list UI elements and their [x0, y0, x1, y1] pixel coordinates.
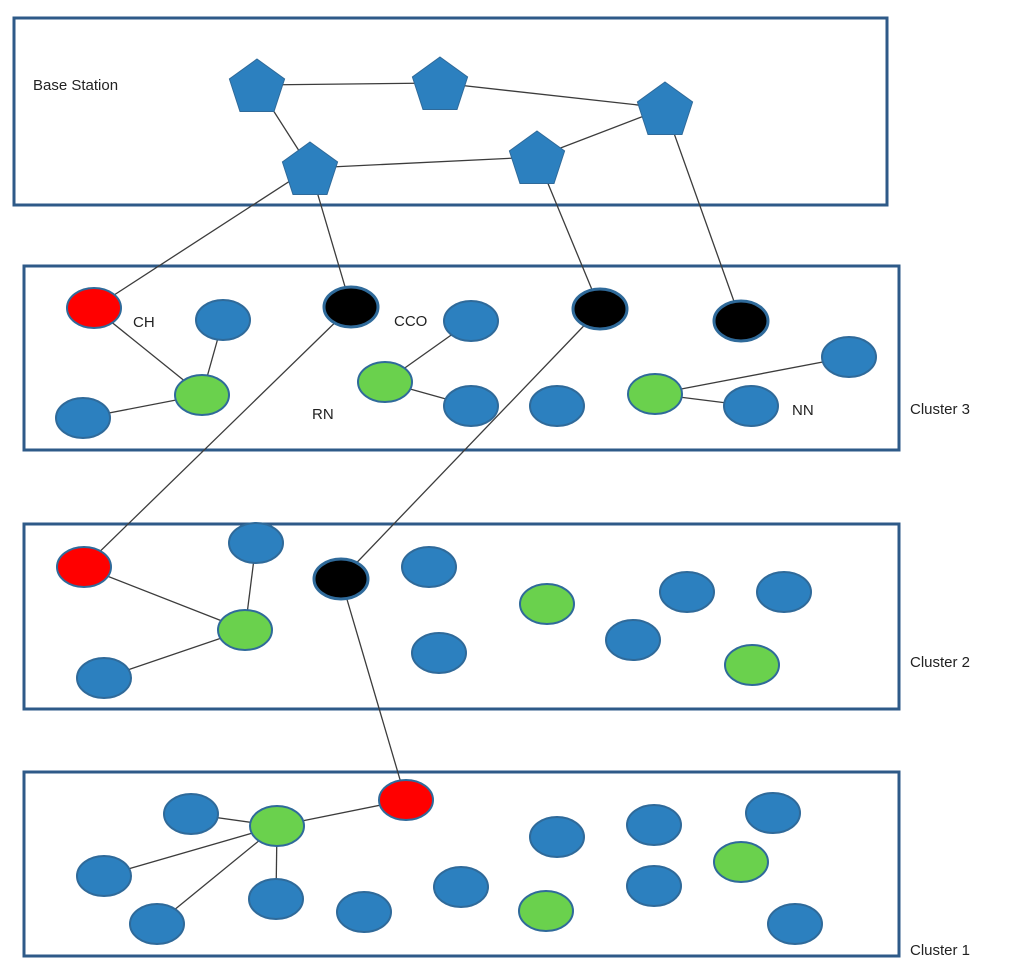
sensor-node-blue-c2-b1	[228, 522, 284, 564]
sensor-node-black-c3-k1	[322, 285, 380, 329]
nodes-layer	[55, 56, 877, 945]
sensor-node-red-c2-ch	[56, 546, 112, 588]
sensor-node-blue-c3-b5	[529, 385, 585, 427]
sensor-node-blue-c3-b1	[195, 299, 251, 341]
sensor-node-blue-c1-b9	[626, 865, 682, 907]
sensor-node-red-c3-ch	[66, 287, 122, 329]
sensor-node-blue-c2-b6	[605, 619, 661, 661]
link-bs-4-bs-5	[309, 156, 538, 169]
sensor-node-blue-c2-b4	[411, 632, 467, 674]
sensor-node-green-c1-g2	[518, 890, 574, 932]
nn-label: NN	[792, 402, 814, 419]
link-c2-ch-c2-g1	[83, 566, 246, 631]
base-station-node-bs-3	[636, 81, 694, 135]
sensor-node-blue-c2-b3	[401, 546, 457, 588]
sensor-node-blue-c1-b2	[76, 855, 132, 897]
sensor-node-blue-c3-b7	[723, 385, 779, 427]
sensor-node-green-c3-g2	[357, 361, 413, 403]
base-station-node-bs-1	[228, 58, 286, 112]
cco-label: CCO	[394, 313, 427, 330]
base-station-label: Base Station	[33, 77, 118, 94]
link-c1-b3-c1-g1	[156, 825, 278, 925]
cluster-2-label: Cluster 2	[910, 654, 970, 671]
link-bs-1-bs-2	[256, 82, 441, 86]
ch-label: CH	[133, 314, 155, 331]
link-c2-k1-c1-ch	[340, 578, 407, 801]
sensor-node-black-c2-k1	[312, 557, 370, 601]
link-bs-4-c3-ch	[93, 167, 311, 309]
sensor-node-blue-c3-b6	[821, 336, 877, 378]
cluster-3-label: Cluster 3	[910, 401, 970, 418]
sensor-node-blue-c2-b2	[76, 657, 132, 699]
sensor-node-blue-c1-b11	[767, 903, 823, 945]
sensor-node-green-c2-g3	[724, 644, 780, 686]
sensor-node-blue-c2-b5	[659, 571, 715, 613]
sensor-node-green-c3-g3	[627, 373, 683, 415]
sensor-node-blue-c1-b8	[626, 804, 682, 846]
link-bs-2-bs-3	[439, 82, 666, 109]
base-station-panel	[12, 16, 889, 207]
sensor-node-green-c1-g1	[249, 805, 305, 847]
base-station-node-bs-5	[508, 130, 566, 184]
link-c3-k2-c2-k1	[340, 308, 601, 580]
cluster-1-label: Cluster 1	[910, 942, 970, 959]
sensor-node-blue-c1-b5	[336, 891, 392, 933]
sensor-node-blue-c1-b3	[129, 903, 185, 945]
sensor-node-red-c1-ch	[378, 779, 434, 821]
sensor-node-black-c3-k2	[571, 287, 629, 331]
sensor-node-blue-c1-b7	[529, 816, 585, 858]
sensor-node-black-c3-k3	[712, 299, 770, 343]
sensor-node-blue-c1-b10	[745, 792, 801, 834]
sensor-node-blue-c2-b7	[756, 571, 812, 613]
rn-label: RN	[312, 406, 334, 423]
sensor-node-blue-c3-b4	[443, 385, 499, 427]
sensor-node-green-c2-g1	[217, 609, 273, 651]
link-c3-k1-c2-ch	[83, 306, 352, 568]
link-bs-3-c3-k3	[664, 107, 742, 322]
sensor-node-green-c3-g1	[174, 374, 230, 416]
sensor-node-blue-c1-b4	[248, 878, 304, 920]
sensor-node-blue-c3-b3	[443, 300, 499, 342]
base-station-node-bs-2	[411, 56, 469, 110]
sensor-node-blue-c1-b6	[433, 866, 489, 908]
sensor-node-blue-c3-b2	[55, 397, 111, 439]
sensor-node-green-c1-g3	[713, 841, 769, 883]
base-station-node-bs-4	[281, 141, 339, 195]
link-c1-b2-c1-g1	[103, 825, 278, 877]
link-c3-b6-c3-g3	[654, 356, 850, 395]
sensor-node-green-c2-g2	[519, 583, 575, 625]
sensor-node-blue-c1-b1	[163, 793, 219, 835]
